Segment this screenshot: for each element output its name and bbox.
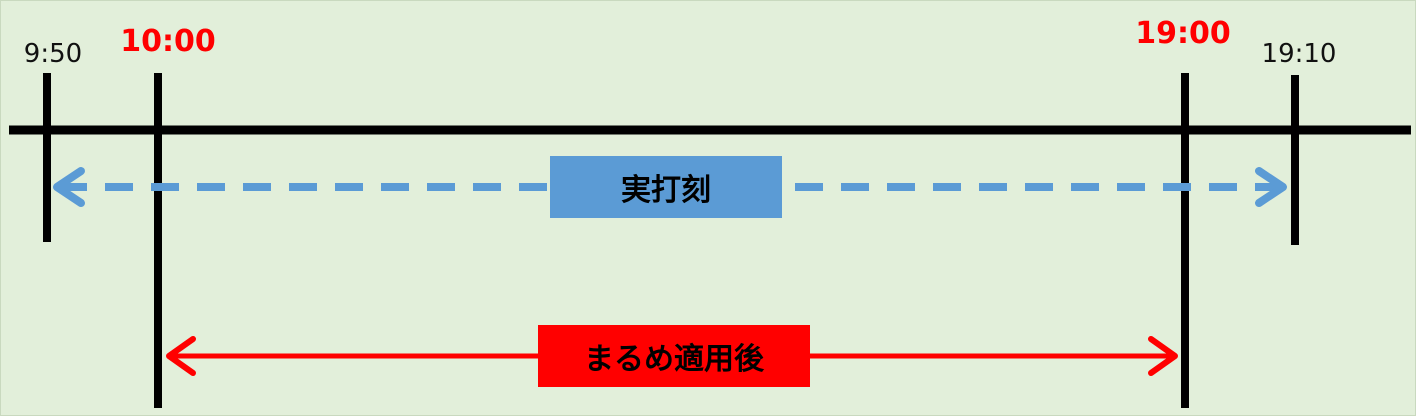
actual-arrow-left-head [53,167,85,207]
actual-arrow-right-head [1255,167,1287,207]
rounded-start-time-label: 10:00 [120,24,216,59]
raw-end-time-label: 19:10 [1261,39,1337,69]
rounded-arrow-right-head [1148,336,1178,376]
rounded-arrow-left-head [166,336,196,376]
rounded-end-time-label: 19:00 [1135,16,1231,51]
actual-punch-label: 実打刻 [621,173,711,208]
raw-start-time-label: 9:50 [23,39,83,69]
rounded-label-box-bg [538,325,810,387]
rounded-span-label: まるめ適用後 [584,342,764,377]
actual-label-box-bg [550,156,782,218]
